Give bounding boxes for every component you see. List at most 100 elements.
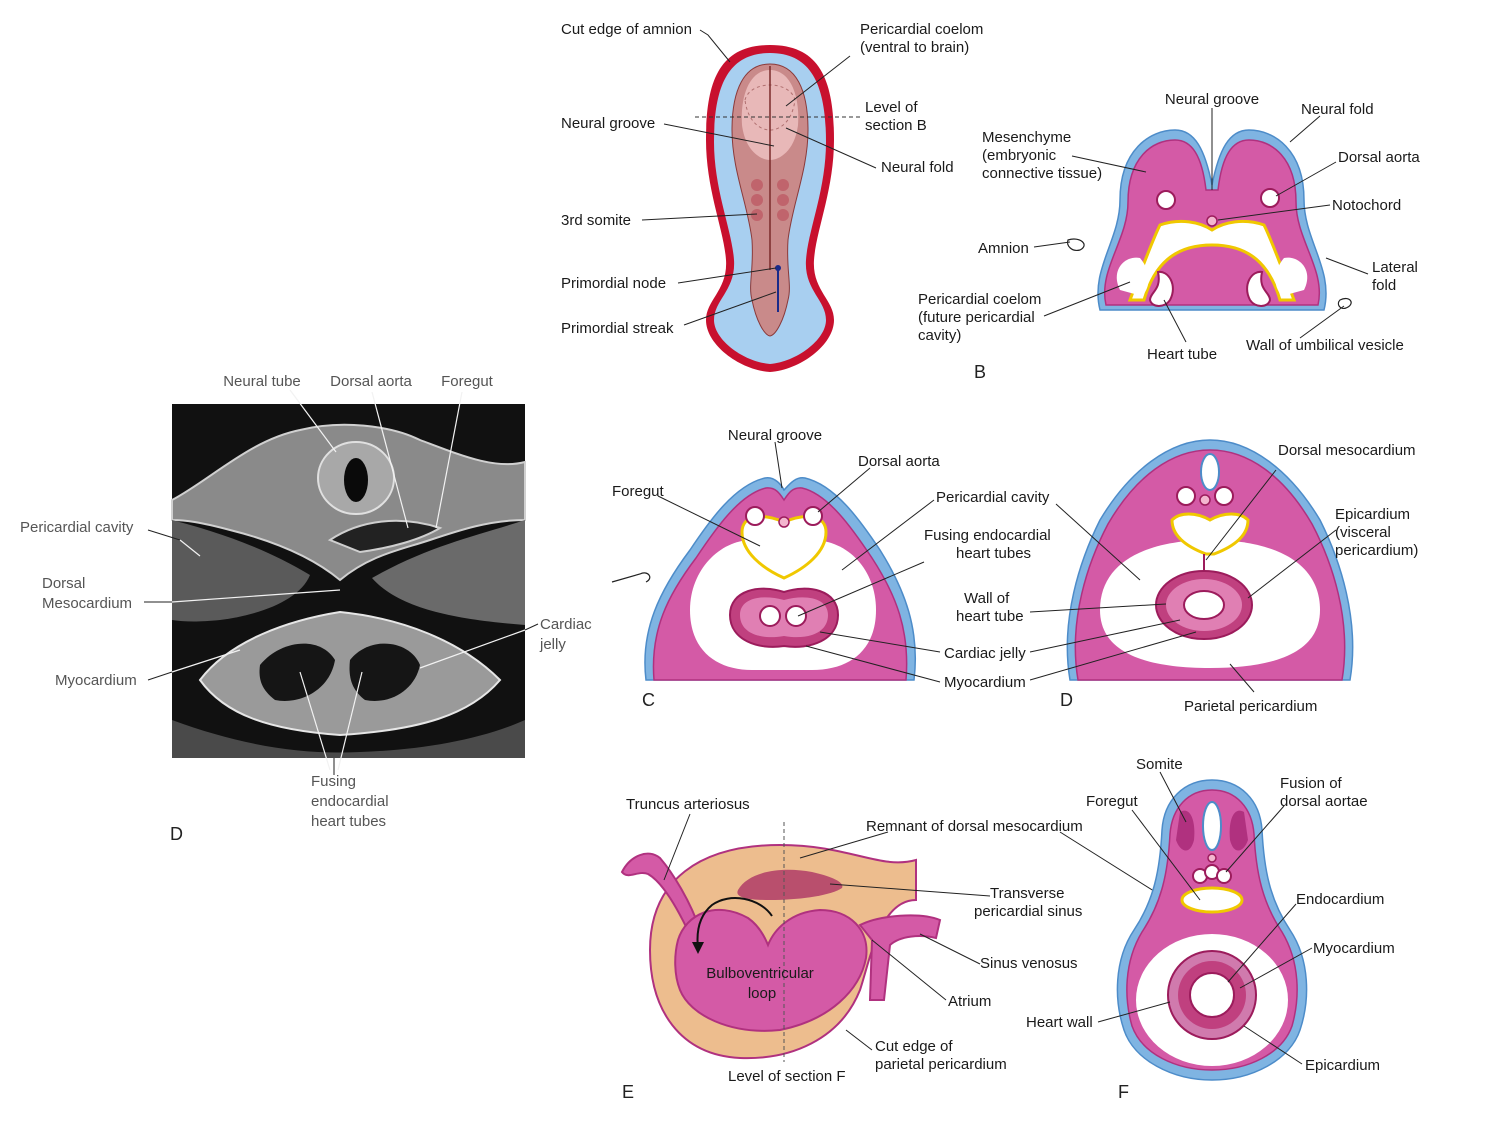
panel-a: Cut edge of amnion Pericardial coelom (v… xyxy=(561,21,983,372)
b-notochord xyxy=(1206,215,1218,227)
leader-epicardium-f xyxy=(1243,1025,1303,1065)
leader-myocardium-c xyxy=(805,645,941,683)
label-epicardium-f: Epicardium xyxy=(1305,1057,1380,1074)
photo-panel-letter: D xyxy=(170,824,183,844)
panel-e-letter: E xyxy=(622,1082,634,1102)
leader-heart-tube-b xyxy=(1163,299,1187,343)
leader-foregut-c xyxy=(657,495,761,547)
leader-atrium xyxy=(871,939,947,1001)
c-endocardial-tube-left xyxy=(759,605,781,627)
leader-pericardial-cavity-c xyxy=(841,499,935,571)
label-bulbo-2: loop xyxy=(748,985,776,1002)
f-foregut xyxy=(1180,886,1244,914)
leader-transverse xyxy=(829,883,991,897)
panel-b: Neural groove Neural fold Mesenchyme (em… xyxy=(918,91,1420,382)
label-level-f: Level of section F xyxy=(728,1068,846,1085)
e-sinus-venosus xyxy=(858,914,942,1001)
leader-cardiac-jelly-d xyxy=(1029,619,1181,653)
label-wall-umbilical: Wall of umbilical vesicle xyxy=(1246,337,1404,354)
c-dorsal-aorta-left xyxy=(745,506,765,526)
leader-neural-fold-b xyxy=(1289,115,1321,143)
e-loop-arrow xyxy=(696,897,773,949)
label-somite: Somite xyxy=(1136,756,1183,773)
label-neural-fold-a: Neural fold xyxy=(881,159,954,176)
label-cut-edge-amnion: Cut edge of amnion xyxy=(561,21,692,38)
label-fusing-c2: heart tubes xyxy=(956,545,1031,562)
b-amnion xyxy=(1067,238,1085,251)
leader-heart-wall xyxy=(1097,1001,1171,1023)
label-transverse-2: pericardial sinus xyxy=(974,903,1082,920)
leader-epicardium-d xyxy=(1247,529,1337,599)
label-mesenchyme-2: (embryonic xyxy=(982,147,1057,164)
embryo-somite xyxy=(777,194,789,206)
label-dorsal-aorta: Dorsal aorta xyxy=(330,373,412,390)
e-bulboventricular-loop xyxy=(674,908,868,1032)
c-notochord xyxy=(778,516,790,528)
d-dorsal-aorta-right xyxy=(1214,486,1234,506)
panel-c: Neural groove Dorsal aorta Foregut Peric… xyxy=(611,427,1051,710)
micrograph-heart-lumen-left xyxy=(259,643,335,701)
c-dorsal-aorta-right xyxy=(803,506,823,526)
f-notochord xyxy=(1207,853,1217,863)
label-myocardium-c: Myocardium xyxy=(944,674,1026,691)
leader-myocardium-f xyxy=(1239,947,1313,989)
leader-cut-edge xyxy=(699,29,731,63)
label-dorsal-meso-2: Mesocardium xyxy=(42,595,132,612)
d-notochord xyxy=(1199,494,1211,506)
leader-cut-edge-e xyxy=(845,1029,873,1051)
label-heart-wall: Heart wall xyxy=(1026,1014,1093,1031)
e-loop-arrowhead xyxy=(692,942,704,954)
embryo-somite xyxy=(777,209,789,221)
label-wall-heart-1: Wall of xyxy=(964,590,1010,607)
leader-pericardial-cavity-d xyxy=(1055,503,1141,581)
label-epicardium-d3: pericardium) xyxy=(1335,542,1418,559)
micrograph-right-cavity xyxy=(372,520,525,625)
f-somite-left xyxy=(1176,810,1195,851)
label-epicardium-d2: (visceral xyxy=(1335,524,1391,541)
label-heart-tube-b: Heart tube xyxy=(1147,346,1217,363)
label-amnion: Amnion xyxy=(978,240,1029,257)
leader-sinus-venosus xyxy=(919,933,981,965)
label-truncus: Truncus arteriosus xyxy=(626,796,750,813)
c-endocardial-tube-right xyxy=(785,605,807,627)
label-epicardium-d1: Epicardium xyxy=(1335,506,1410,523)
micrograph-pericardial-cavity xyxy=(172,520,310,622)
label-level-b-1: Level of xyxy=(865,99,918,116)
leader-dorsal-aorta xyxy=(371,391,409,529)
label-pericardial-coelom-b3: cavity) xyxy=(918,327,961,344)
micrograph-ventral-wall xyxy=(172,720,525,758)
embryo-somite xyxy=(751,194,763,206)
label-bulbo-1: Bulboventricular xyxy=(706,965,814,982)
leader-cardiac-jelly-in xyxy=(419,629,526,669)
f-aorta-right xyxy=(1216,868,1232,884)
panel-e: Truncus arteriosus Remnant of dorsal mes… xyxy=(620,796,1201,1102)
label-mesenchyme-3: connective tissue) xyxy=(982,165,1102,182)
d-dorsal-aorta-left xyxy=(1176,486,1196,506)
leader-fusing-2 xyxy=(337,671,363,771)
leader-dorsal-meso-d xyxy=(1205,469,1277,561)
b-dorsal-aorta-right xyxy=(1260,188,1280,208)
b-endoderm xyxy=(1127,219,1297,302)
label-cut-edge-e1: Cut edge of xyxy=(875,1038,953,1055)
label-cardiac-jelly-c: Cardiac jelly xyxy=(944,645,1026,662)
leader-notochord xyxy=(1217,204,1331,221)
label-remnant: Remnant of dorsal mesocardium xyxy=(866,818,1083,835)
label-pericardial-coelom-1: Pericardial coelom xyxy=(860,21,983,38)
leader-neural-groove-c xyxy=(774,441,783,489)
label-dorsal-aorta-b: Dorsal aorta xyxy=(1338,149,1420,166)
leader-pericardial-coelom-a xyxy=(785,55,851,107)
label-pericardial-cavity-c: Pericardial cavity xyxy=(936,489,1050,506)
label-mesenchyme-1: Mesenchyme xyxy=(982,129,1071,146)
leader-foregut-f xyxy=(1131,809,1201,901)
leader-cardiac-jelly xyxy=(524,623,539,631)
label-wall-heart-2: heart tube xyxy=(956,608,1024,625)
b-coelom-left xyxy=(1116,257,1149,296)
label-cardiac-jelly-1: Cardiac xyxy=(540,616,592,633)
panel-c-letter: C xyxy=(642,690,655,710)
f-heart-endocardium xyxy=(1189,972,1235,1018)
leader-mesenchyme xyxy=(1071,155,1147,173)
label-pericardial-coelom-b2: (future pericardial xyxy=(918,309,1035,326)
leader-remnant xyxy=(799,831,889,859)
leader-foregut xyxy=(435,391,463,529)
